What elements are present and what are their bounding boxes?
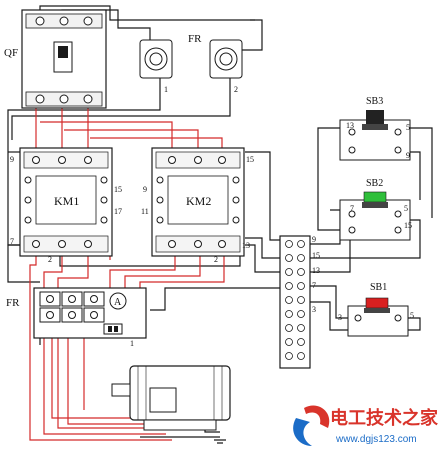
- km1-wire-17: 17: [114, 207, 122, 216]
- sb3-button[interactable]: [339, 110, 411, 161]
- motor: [111, 365, 231, 431]
- sb2-button[interactable]: [339, 191, 411, 241]
- km2-wire-11: 11: [141, 207, 149, 216]
- sb3-label: SB3: [366, 96, 383, 107]
- sb1-cap-icon[interactable]: [365, 297, 389, 309]
- terminal-block: [279, 235, 311, 369]
- fr-top-label: FR: [188, 33, 202, 45]
- sb2-cap-icon[interactable]: [363, 191, 387, 203]
- qf-breaker[interactable]: [21, 9, 107, 109]
- sb3-cap-icon[interactable]: [366, 110, 384, 124]
- fr-bottom-relay: [33, 287, 147, 339]
- sb2-wire-5: 5: [404, 204, 408, 213]
- watermark-brand: 电工技术之家: [330, 407, 439, 428]
- qf-label: QF: [4, 47, 18, 59]
- sb3-wire-5: 5: [406, 123, 410, 132]
- tb-wire-15: 15: [312, 251, 320, 260]
- sb2-wire-7: 7: [350, 204, 354, 213]
- sb1-wire-5: 5: [410, 311, 414, 320]
- qf-handle-icon[interactable]: [58, 46, 68, 58]
- ammeter-icon: [109, 292, 127, 310]
- km1-wire-9: 9: [10, 155, 14, 164]
- sb1-wire-3: 3: [338, 313, 342, 322]
- sb2-label: SB2: [366, 178, 383, 189]
- sb1-button[interactable]: [347, 297, 409, 337]
- sb2-wire-15: 15: [404, 221, 412, 230]
- km2-contactor: [151, 147, 245, 257]
- fr-bottom-terminal-1: 1: [130, 339, 134, 348]
- fr-top-terminal-2: 2: [234, 85, 238, 94]
- ammeter-label: A: [114, 297, 122, 308]
- km2-wire-9: 9: [143, 185, 147, 194]
- km2-label: KM2: [186, 194, 211, 208]
- watermark-url: www.dgjs123.com: [335, 434, 417, 445]
- tb-wire-7: 7: [312, 281, 316, 290]
- km1-label: KM1: [54, 194, 79, 208]
- km2-wire-13: 13: [242, 241, 250, 250]
- sb3-wire-9: 9: [406, 151, 410, 160]
- tb-wire-9: 9: [312, 235, 316, 244]
- tb-wire-3: 3: [312, 305, 316, 314]
- sb1-label: SB1: [370, 282, 387, 293]
- km2-wire-15: 15: [246, 155, 254, 164]
- fr-bottom-label: FR: [6, 297, 20, 309]
- fr-top-terminal-1: 1: [164, 85, 168, 94]
- tb-wire-13: 13: [312, 266, 320, 275]
- watermark: 电工技术之家 www.dgjs123.com: [293, 405, 439, 446]
- km1-wire-7: 7: [10, 237, 14, 246]
- fr-top-relay: [139, 39, 243, 79]
- sb3-wire-13: 13: [346, 121, 354, 130]
- km1-wire-15: 15: [114, 185, 122, 194]
- km1-wire-2: 2: [48, 255, 52, 264]
- km2-wire-2: 2: [214, 255, 218, 264]
- km1-contactor: [19, 147, 113, 257]
